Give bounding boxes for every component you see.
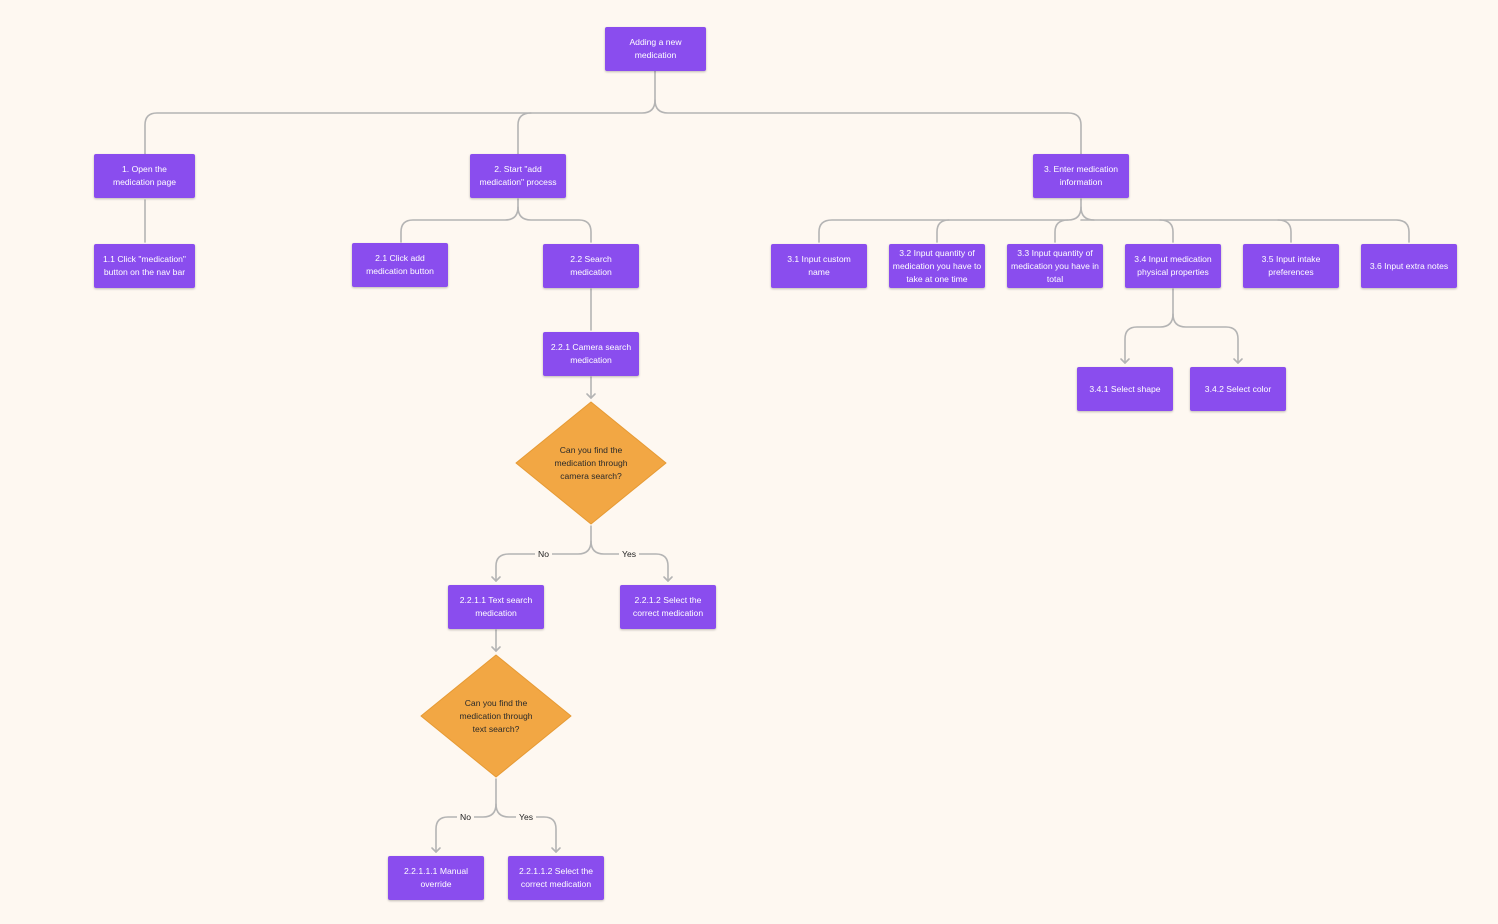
node-2-2-1-1-text-search[interactable]: 2.2.1.1 Text search medication	[448, 585, 544, 629]
node-2-2-1-1-1-label: 2.2.1.1.1 Manual override	[403, 866, 469, 889]
node-3-6-label: 3.6 Input extra notes	[1369, 260, 1449, 271]
edge-label-yes-2: Yes	[516, 812, 537, 823]
node-2-1-label: 2.1 Click add medication button	[366, 253, 434, 276]
node-2-1-click-add-medication[interactable]: 2.1 Click add medication button	[352, 243, 448, 287]
node-2-2-1-2-label: 2.2.1.2 Select the correct medication	[632, 595, 704, 618]
node-3-2-input-quantity-one-time[interactable]: 3.2 Input quantity of medication you hav…	[889, 244, 985, 288]
node-3-6-input-extra-notes[interactable]: 3.6 Input extra notes	[1361, 244, 1457, 288]
node-2-start-add-medication[interactable]: 2. Start "add medication" process	[470, 154, 566, 198]
node-3-2-label: 3.2 Input quantity of medication you hav…	[892, 247, 982, 284]
node-3-4-input-physical-properties[interactable]: 3.4 Input medication physical properties	[1125, 244, 1221, 288]
decision-text-search-label: Can you find the medication through text…	[459, 697, 533, 734]
decision-diamond-shape	[420, 654, 572, 778]
node-3-4-label: 3.4 Input medication physical properties	[1134, 254, 1212, 277]
node-2-2-1-1-2-select-correct[interactable]: 2.2.1.1.2 Select the correct medication	[508, 856, 604, 900]
node-2-label: 2. Start "add medication" process	[479, 164, 557, 187]
node-2-2-1-camera-search[interactable]: 2.2.1 Camera search medication	[543, 332, 639, 376]
node-3-5-input-intake-preferences[interactable]: 3.5 Input intake preferences	[1243, 244, 1339, 288]
node-2-2-search-medication[interactable]: 2.2 Search medication	[543, 244, 639, 288]
node-root[interactable]: Adding a new medication	[605, 27, 706, 71]
node-2-2-1-1-2-label: 2.2.1.1.2 Select the correct medication	[518, 866, 594, 889]
edge-label-no-1: No	[535, 549, 552, 560]
node-3-1-input-custom-name[interactable]: 3.1 Input custom name	[771, 244, 867, 288]
decision-text-search[interactable]: Can you find the medication through text…	[420, 654, 572, 778]
node-3-enter-medication-info[interactable]: 3. Enter medication information	[1033, 154, 1129, 198]
node-3-4-1-label: 3.4.1 Select shape	[1089, 383, 1161, 394]
node-1-label: 1. Open the medication page	[112, 164, 177, 187]
node-1-open-medication-page[interactable]: 1. Open the medication page	[94, 154, 195, 198]
node-3-4-2-select-color[interactable]: 3.4.2 Select color	[1190, 367, 1286, 411]
node-root-label: Adding a new medication	[629, 37, 682, 60]
node-2-2-1-1-label: 2.2.1.1 Text search medication	[459, 595, 533, 618]
node-2-2-1-1-1-manual-override[interactable]: 2.2.1.1.1 Manual override	[388, 856, 484, 900]
node-3-4-1-select-shape[interactable]: 3.4.1 Select shape	[1077, 367, 1173, 411]
node-3-3-input-quantity-total[interactable]: 3.3 Input quantity of medication you hav…	[1007, 244, 1103, 288]
node-3-3-label: 3.3 Input quantity of medication you hav…	[1011, 247, 1099, 284]
edge-label-yes-1: Yes	[619, 549, 640, 560]
edge-label-no-2: No	[457, 812, 474, 823]
decision-diamond-shape	[515, 401, 667, 525]
node-3-5-label: 3.5 Input intake preferences	[1261, 254, 1321, 277]
decision-camera-search-label: Can you find the medication through came…	[554, 444, 628, 481]
node-2-2-1-label: 2.2.1 Camera search medication	[550, 342, 632, 365]
node-3-label: 3. Enter medication information	[1043, 164, 1119, 187]
node-3-1-label: 3.1 Input custom name	[787, 254, 851, 277]
node-2-2-1-2-select-correct[interactable]: 2.2.1.2 Select the correct medication	[620, 585, 716, 629]
node-1-1-label: 1.1 Click "medication" button on the nav…	[102, 254, 186, 277]
node-2-2-label: 2.2 Search medication	[570, 254, 612, 277]
decision-camera-search[interactable]: Can you find the medication through came…	[515, 401, 667, 525]
node-3-4-2-label: 3.4.2 Select color	[1204, 383, 1272, 394]
node-1-1-click-medication-button[interactable]: 1.1 Click "medication" button on the nav…	[94, 244, 195, 288]
